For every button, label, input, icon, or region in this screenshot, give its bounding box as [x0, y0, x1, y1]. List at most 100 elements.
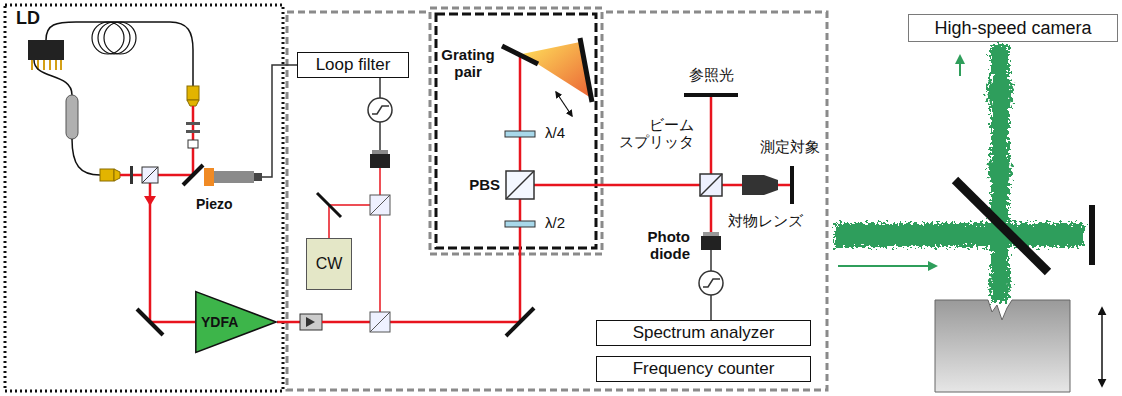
component-label: LD	[16, 8, 40, 29]
fiber	[72, 139, 100, 175]
sample-surface	[790, 166, 794, 204]
cube-diagonal	[370, 195, 390, 215]
sample-block	[935, 300, 1070, 392]
node-text: High-speed camera	[934, 18, 1091, 39]
filter-box: Loop filter	[297, 52, 409, 78]
scan-arrow	[1101, 308, 1103, 386]
half-waveplate	[505, 221, 535, 227]
component-label: 対物レンズ	[728, 212, 803, 229]
node-text: YDFA	[201, 314, 238, 330]
fiber	[34, 60, 72, 95]
node-text: Frequency counter	[633, 359, 775, 379]
component-label: Grating pair	[441, 46, 494, 81]
collimator	[100, 169, 114, 181]
cube-diagonal	[370, 312, 390, 332]
collimator-lens	[114, 169, 120, 181]
laser-beam	[322, 321, 520, 324]
instrument-box: Spectrum analyzer	[596, 320, 811, 346]
photodetector	[370, 154, 390, 168]
sampled-beam	[379, 215, 381, 312]
laser-beam	[277, 321, 300, 324]
waveplate	[186, 122, 200, 125]
component-label: Photo diode	[648, 228, 691, 263]
photodetector	[701, 236, 721, 250]
isolator-arrow	[306, 317, 315, 327]
laser-diode-chip	[28, 40, 64, 60]
photodetector-window	[703, 232, 719, 236]
node-text: CW	[316, 255, 343, 273]
node-text: Spectrum analyzer	[633, 323, 775, 343]
cube-splitter	[370, 312, 390, 332]
signal-wire	[379, 78, 381, 98]
fiber	[46, 22, 193, 86]
signal-wire	[379, 122, 381, 150]
waveplate	[186, 130, 200, 133]
reference-plate	[1089, 205, 1095, 265]
speckle-beams	[834, 44, 1084, 302]
component-label: Piezo	[196, 196, 233, 212]
piezo-connector	[254, 173, 262, 181]
output-beam	[150, 183, 195, 322]
component-label: λ/4	[545, 124, 565, 141]
component-label: PBS	[469, 176, 500, 193]
mirror	[317, 193, 341, 217]
sampled-beam	[379, 168, 381, 195]
objective-lens	[742, 175, 778, 195]
fiber-coil	[98, 22, 130, 54]
laser-beam	[120, 106, 193, 175]
filter-curve	[372, 106, 389, 114]
cube-splitter	[370, 195, 390, 215]
laser-beam	[710, 97, 713, 174]
polarizer	[188, 140, 198, 148]
component-label: 測定対象	[760, 138, 820, 155]
piezo-mount	[214, 171, 254, 183]
component-label: λ/2	[545, 214, 565, 231]
filter-symbol	[699, 271, 723, 295]
grating	[502, 46, 538, 64]
amplifier-triangle: YDFA	[195, 291, 277, 353]
fiber-isolator	[66, 95, 78, 139]
node-text: Loop filter	[316, 55, 391, 75]
collimator-lens	[187, 100, 199, 106]
fiber-coil	[104, 22, 136, 54]
translation-arrow	[556, 92, 572, 116]
input-arrow	[838, 265, 936, 267]
grating	[580, 38, 592, 102]
waveplate	[130, 166, 133, 184]
amplifier-outline	[196, 292, 276, 353]
instrument-box: Frequency counter	[596, 356, 811, 382]
collimator	[187, 86, 199, 100]
laser-source-box: CW	[306, 238, 352, 290]
cube-diagonal	[142, 167, 158, 183]
laser-beam	[534, 184, 700, 187]
piezo-mirror	[183, 165, 203, 185]
mirror	[137, 309, 163, 335]
compressor-region-outline	[436, 14, 596, 248]
mirror	[506, 308, 534, 336]
cube-diagonal	[700, 174, 722, 196]
beam-arrowhead	[144, 196, 156, 206]
camera-box: High-speed camera	[908, 14, 1118, 42]
component-label: ビーム スプリッタ	[619, 116, 694, 151]
component-label: 参照光	[689, 66, 734, 83]
compressor-region-outer	[430, 8, 602, 254]
filter-curve	[703, 279, 720, 287]
photodetector-window	[372, 150, 388, 154]
cube-splitter	[142, 167, 158, 183]
beam-splitter-plate	[955, 180, 1048, 272]
signal-wire	[710, 295, 712, 320]
filter-symbol	[368, 98, 392, 122]
quarter-waveplate	[505, 131, 535, 137]
reference-mirror	[684, 93, 738, 97]
beam-splitter-cube	[700, 174, 722, 196]
laser-region-outline	[5, 5, 283, 391]
cube-diagonal	[506, 171, 534, 199]
signal-wire	[710, 250, 712, 271]
laser-beam	[710, 196, 713, 232]
polarizing-cube	[506, 171, 534, 199]
piezo-element	[204, 168, 214, 186]
isolator	[300, 314, 322, 330]
output-arrow	[959, 56, 961, 76]
